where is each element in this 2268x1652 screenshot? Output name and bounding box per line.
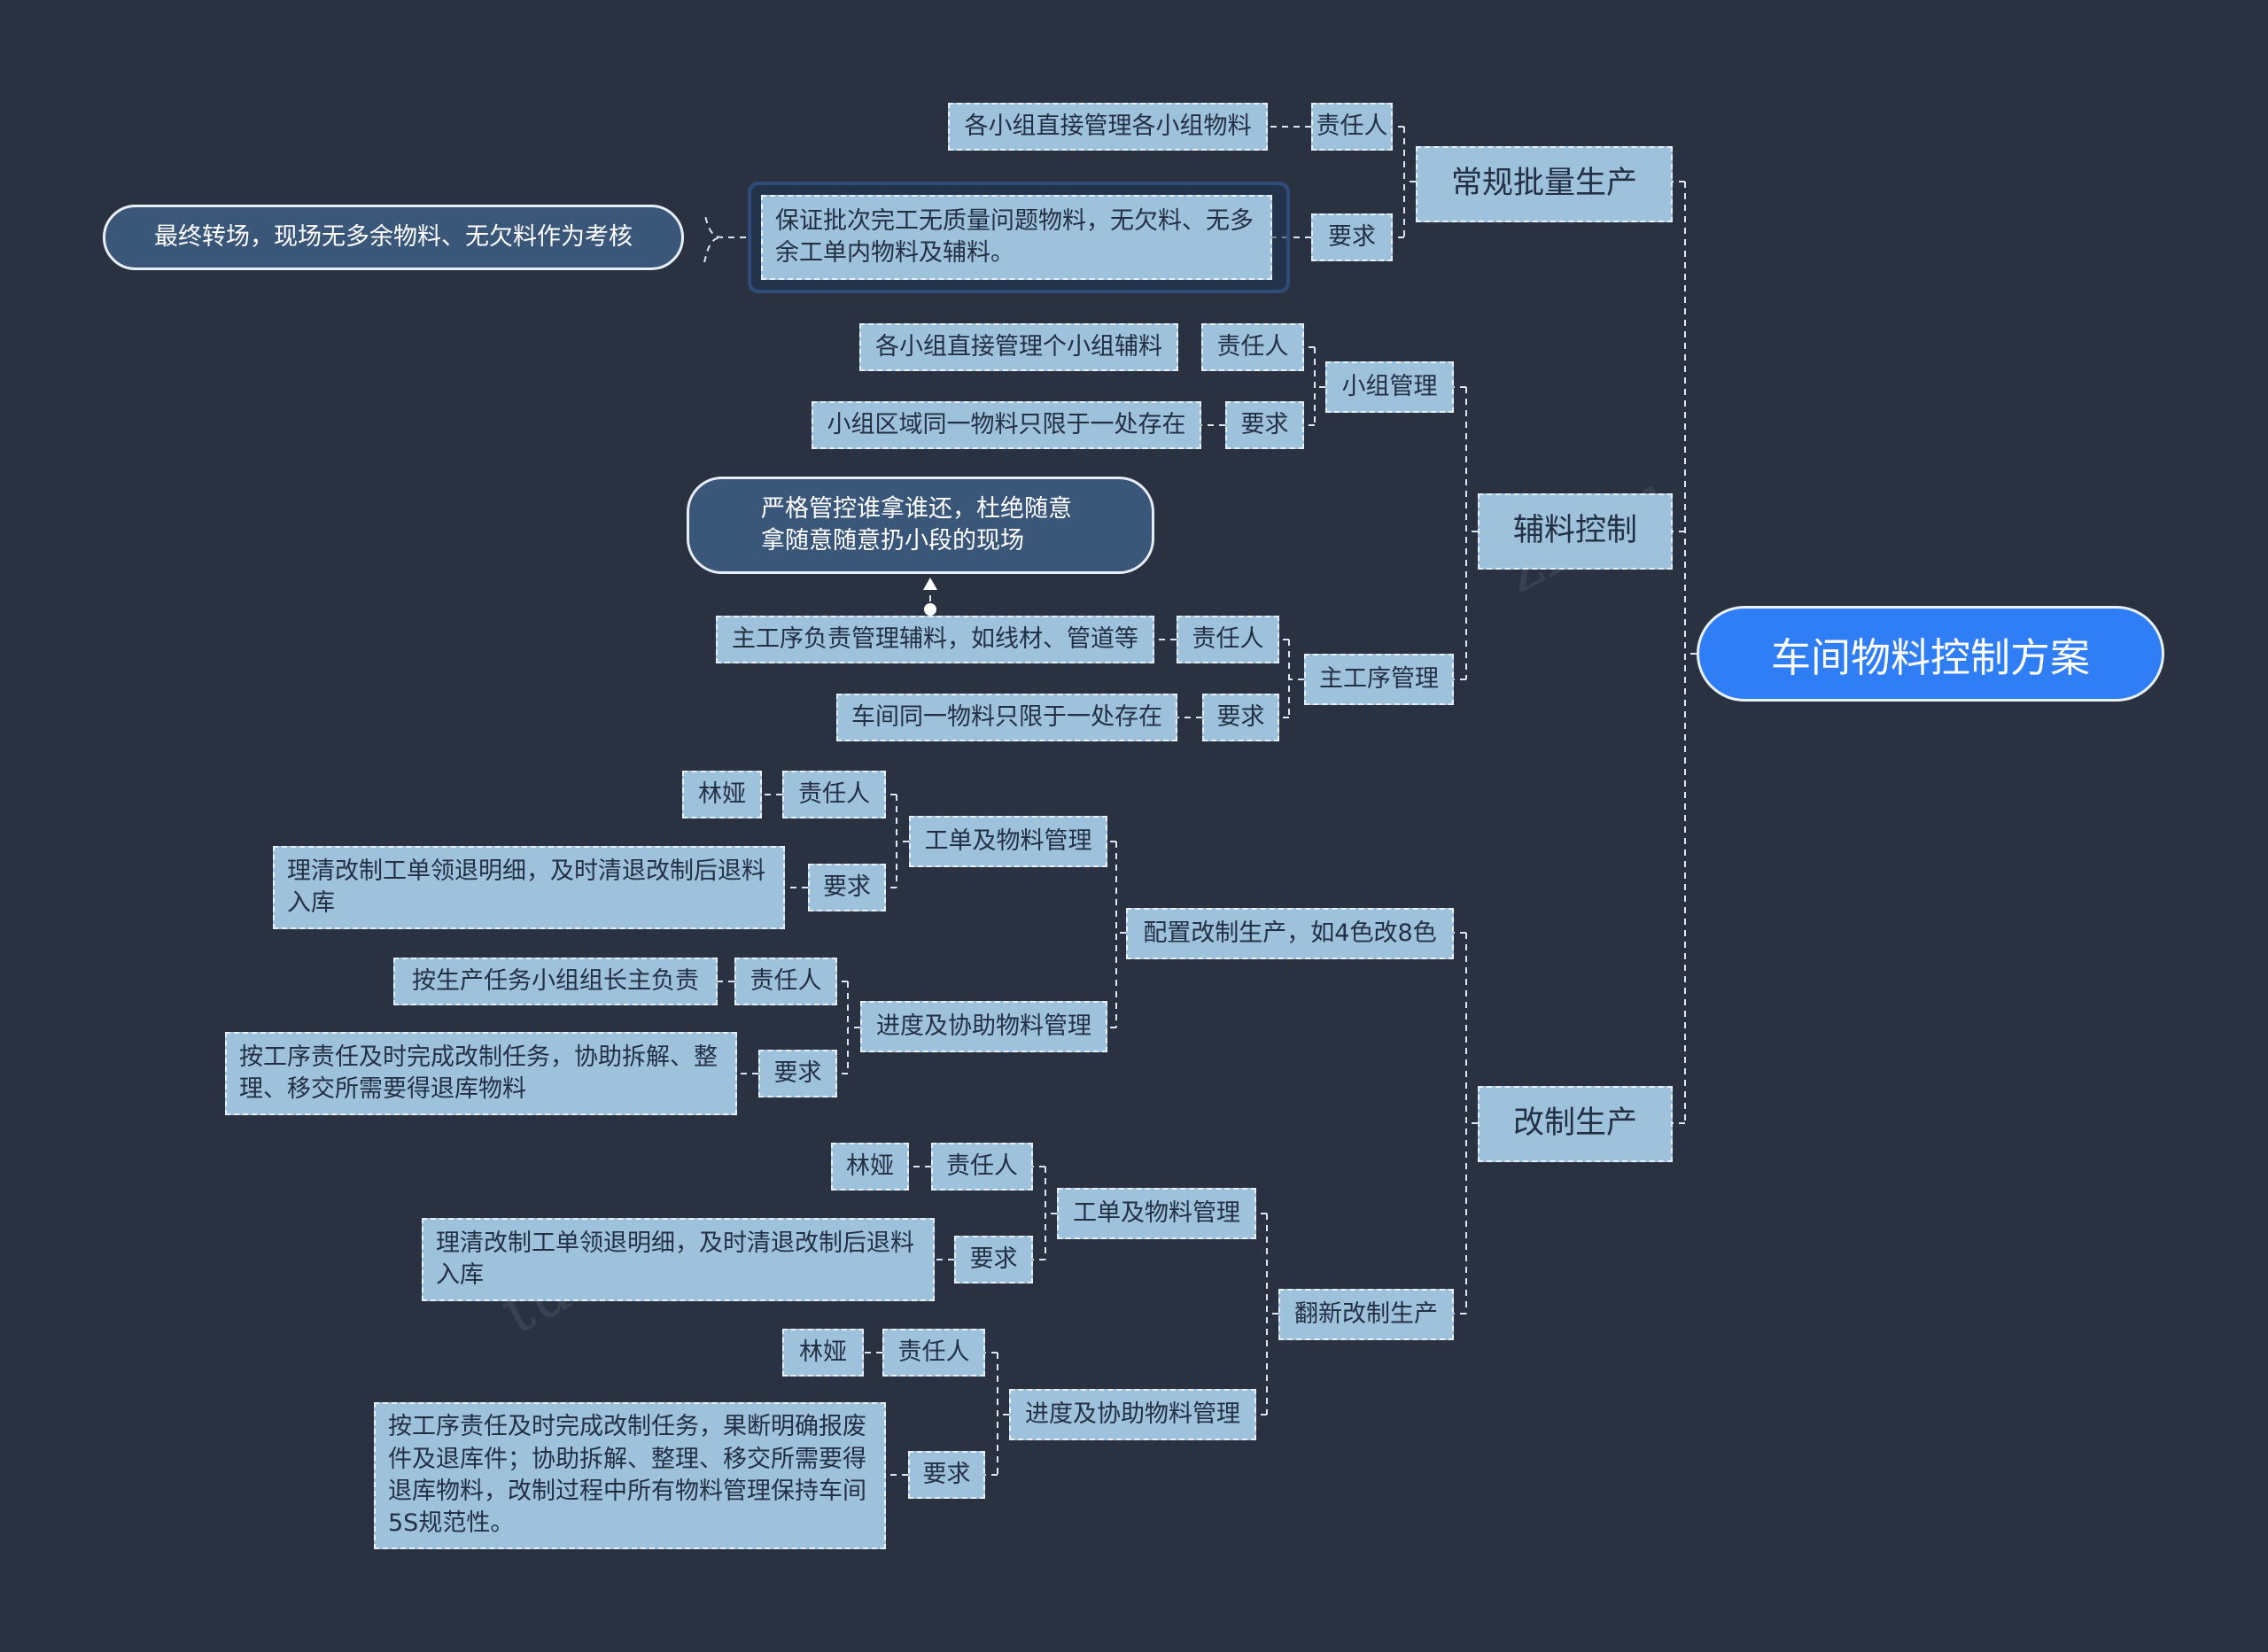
root-topic[interactable]: 车间物料控制方案	[1697, 606, 2164, 702]
renovate-order-responsible-text[interactable]: 林娅	[831, 1143, 909, 1191]
config-progress-requirement-tag[interactable]: 要求	[758, 1050, 837, 1097]
modify-config-production[interactable]: 配置改制生产，如4色改8色	[1126, 908, 1454, 959]
config-order-responsible-tag[interactable]: 责任人	[782, 771, 886, 818]
branch-modification-production[interactable]: 改制生产	[1478, 1086, 1673, 1162]
renovate-progress-material-management[interactable]: 进度及协助物料管理	[1009, 1389, 1256, 1440]
aux-main-responsible-tag[interactable]: 责任人	[1177, 616, 1279, 663]
config-order-requirement-tag[interactable]: 要求	[808, 864, 886, 911]
regular-responsible-text[interactable]: 各小组直接管理各小组物料	[948, 103, 1268, 151]
root-topic-label: 车间物料控制方案	[1770, 633, 2090, 681]
renovate-progress-responsible-text[interactable]: 林娅	[782, 1329, 864, 1377]
config-order-material-management[interactable]: 工单及物料管理	[909, 816, 1107, 867]
config-progress-requirement-text[interactable]: 按工序责任及时完成改制任务，协助拆解、整理、移交所需要得退库物料	[225, 1032, 737, 1115]
aux-main-responsible-text[interactable]: 主工序负责管理辅料，如线材、管道等	[716, 616, 1154, 663]
config-progress-responsible-text[interactable]: 按生产任务小组组长主负责	[393, 958, 718, 1005]
config-order-responsible-text[interactable]: 林娅	[682, 771, 762, 818]
branch-regular-production[interactable]: 常规批量生产	[1416, 146, 1673, 222]
branch-aux-material-control[interactable]: 辅料控制	[1478, 493, 1673, 570]
regular-requirement-tag[interactable]: 要求	[1311, 213, 1393, 261]
regular-note[interactable]: 最终转场，现场无多余物料、无欠料作为考核	[103, 205, 684, 270]
modify-renovate-production[interactable]: 翻新改制生产	[1278, 1289, 1454, 1340]
aux-main-requirement-tag[interactable]: 要求	[1202, 694, 1279, 741]
aux-main-process-management[interactable]: 主工序管理	[1304, 654, 1454, 705]
aux-group-responsible-tag[interactable]: 责任人	[1201, 323, 1304, 371]
renovate-progress-responsible-tag[interactable]: 责任人	[882, 1329, 985, 1377]
aux-main-requirement-text[interactable]: 车间同一物料只限于一处存在	[836, 694, 1177, 741]
regular-requirement-text[interactable]: 保证批次完工无质量问题物料，无欠料、无多余工单内物料及辅料。	[761, 195, 1272, 280]
renovate-order-material-management[interactable]: 工单及物料管理	[1057, 1188, 1256, 1239]
config-progress-material-management[interactable]: 进度及协助物料管理	[860, 1001, 1107, 1052]
renovate-progress-requirement-text[interactable]: 按工序责任及时完成改制任务，果断明确报废件及退库件；协助拆解、整理、移交所需要得…	[374, 1402, 886, 1549]
renovate-order-requirement-tag[interactable]: 要求	[954, 1236, 1033, 1284]
regular-responsible-tag[interactable]: 责任人	[1311, 103, 1393, 151]
renovate-progress-requirement-tag[interactable]: 要求	[908, 1451, 985, 1499]
aux-group-responsible-text[interactable]: 各小组直接管理个小组辅料	[859, 323, 1178, 371]
aux-group-management[interactable]: 小组管理	[1325, 361, 1454, 413]
aux-group-requirement-text[interactable]: 小组区域同一物料只限于一处存在	[812, 401, 1201, 449]
renovate-order-requirement-text[interactable]: 理清改制工单领退明细，及时清退改制后退料入库	[422, 1218, 935, 1301]
config-order-requirement-text[interactable]: 理清改制工单领退明细，及时清退改制后退料入库	[273, 846, 785, 929]
aux-group-requirement-tag[interactable]: 要求	[1225, 401, 1304, 449]
renovate-order-responsible-tag[interactable]: 责任人	[931, 1143, 1033, 1191]
aux-main-note[interactable]: 严格管控谁拿谁还，杜绝随意拿随意随意扔小段的现场	[687, 477, 1154, 574]
config-progress-responsible-tag[interactable]: 责任人	[734, 958, 837, 1005]
